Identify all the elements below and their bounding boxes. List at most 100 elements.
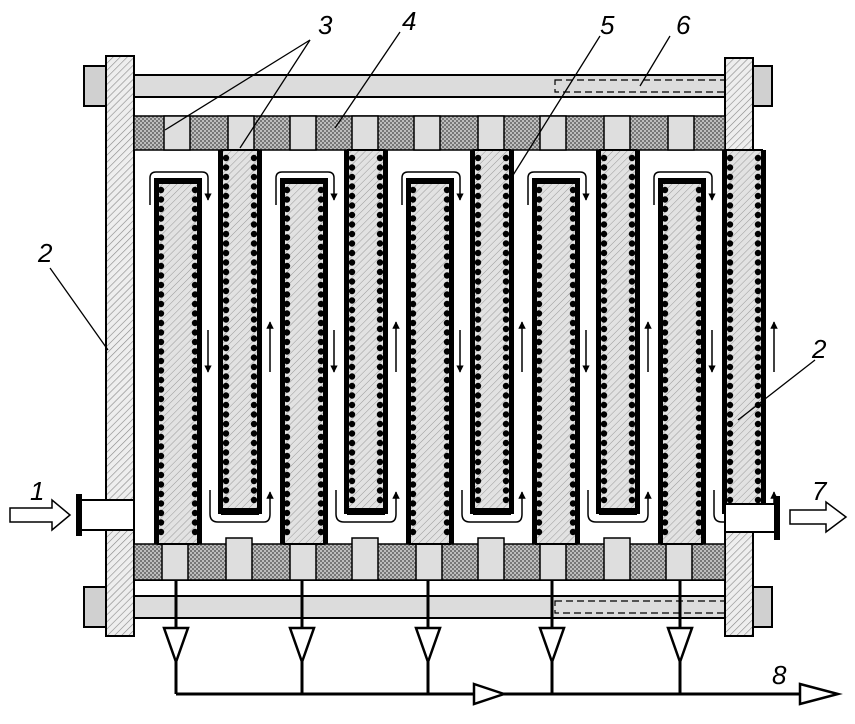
filter-cloth-dot: [474, 487, 482, 494]
filter-cloth-dot: [474, 287, 482, 295]
filter-cloth-dot: [600, 449, 608, 456]
filter-cloth-dot: [250, 221, 258, 228]
filter-cloth-dot: [283, 329, 291, 336]
filter-cloth-dot: [222, 458, 230, 466]
filter-cloth-dot: [250, 164, 258, 171]
filter-cloth-dot: [726, 477, 734, 485]
filter-cloth-dot: [283, 186, 291, 194]
filter-cloth-dot: [628, 477, 636, 485]
filter-cloth-dot: [157, 348, 165, 355]
filter-cloth-dot: [661, 338, 669, 346]
flow-arrow-bottom: [335, 490, 400, 523]
filter-cloth-dot: [628, 411, 636, 418]
filter-cloth-dot: [502, 249, 510, 257]
inlet-pipe: [9, 494, 135, 536]
filter-cloth-dot: [600, 439, 608, 447]
filter-cloth-dot: [409, 357, 417, 365]
filter-cloth-dot: [535, 519, 543, 526]
filter-cloth-dot: [726, 259, 734, 266]
filter-cloth-dot: [600, 211, 608, 219]
filter-cloth-dot: [535, 424, 543, 431]
filter-cloth-dot: [317, 405, 325, 412]
filter-cloth-dot: [283, 205, 291, 213]
filter-cloth-dot: [409, 462, 417, 469]
filter-cloth-dot: [157, 433, 165, 441]
top-slot: [289, 115, 317, 151]
filter-cloth-dot: [222, 468, 230, 475]
filter-cloth-dot: [502, 382, 510, 390]
cloth-strip: [470, 150, 475, 514]
filter-cloth-dot: [502, 202, 510, 209]
filter-cloth-dot: [474, 363, 482, 371]
filter-cloth-dot: [317, 253, 325, 260]
filter-cloth-dot: [283, 243, 291, 251]
filter-cloth-dot: [317, 528, 325, 536]
filter-cloth-dot: [695, 500, 703, 507]
filter-cloth-dot: [376, 420, 384, 428]
filter-cloth-dot: [157, 253, 165, 260]
filter-cloth-dot: [250, 297, 258, 304]
filter-cloth-dot: [569, 471, 577, 479]
filter-cloth-dot: [502, 477, 510, 485]
filter-cloth-dot: [754, 202, 762, 209]
filter-cloth-dot: [502, 439, 510, 447]
filter-cloth-dot: [376, 325, 384, 333]
filter-cloth-dot: [283, 424, 291, 431]
filter-cloth-dot: [535, 528, 543, 536]
cloth-strip: [575, 180, 580, 544]
filter-cloth-dot: [317, 376, 325, 384]
filter-cloth-dot: [569, 509, 577, 517]
filter-cloth-dot: [502, 468, 510, 475]
top-slot: [539, 115, 567, 151]
filter-cloth-dot: [569, 462, 577, 469]
filter-cloth-dot: [283, 291, 291, 298]
filter-cloth-dot: [317, 471, 325, 479]
filter-cloth-dot: [443, 196, 451, 203]
filter-cloth-dot: [317, 433, 325, 441]
filter-cloth-dot: [409, 348, 417, 355]
top-slot: [227, 115, 255, 151]
filter-cloth-dot: [222, 325, 230, 333]
filter-cloth-dot: [502, 401, 510, 409]
filter-cloth-dot: [222, 221, 230, 228]
filter-cloth-dot: [222, 373, 230, 380]
filter-cloth-dot: [661, 281, 669, 289]
filter-cloth-dot: [754, 316, 762, 323]
filter-cloth-dot: [348, 287, 356, 295]
filter-cloth-dot: [283, 253, 291, 260]
filter-cloth-dot: [695, 319, 703, 327]
filter-cloth-dot: [348, 278, 356, 285]
filter-cloth-dot: [661, 367, 669, 374]
filter-cloth-dot: [222, 420, 230, 428]
filter-cloth-dot: [535, 376, 543, 384]
filter-cloth-dot: [283, 490, 291, 498]
filter-cloth-dot: [191, 300, 199, 308]
filter-cloth-dot: [502, 458, 510, 466]
filter-cloth-dot: [317, 196, 325, 203]
filter-cloth-dot: [474, 401, 482, 409]
filter-chambers: [149, 149, 778, 545]
filter-cloth-dot: [348, 401, 356, 409]
filter-cloth-dot: [502, 316, 510, 323]
filter-cloth-dot: [250, 287, 258, 295]
filter-cloth-dot: [569, 272, 577, 279]
filter-cloth-dot: [628, 278, 636, 285]
filter-cloth-dot: [502, 183, 510, 190]
filter-cloth-dot: [348, 154, 356, 162]
cloth-strip: [658, 180, 663, 544]
filter-cloth-dot: [409, 205, 417, 213]
filter-cloth-dot: [535, 462, 543, 469]
filter-cloth-dot: [569, 395, 577, 403]
filter-cloth-dot: [376, 221, 384, 228]
filter-cloth-dot: [222, 487, 230, 494]
label-2-right: 2: [811, 334, 827, 364]
filter-cloth-dot: [474, 249, 482, 257]
filter-cloth-dot: [157, 234, 165, 241]
filter-cloth-dot: [250, 449, 258, 456]
filter-cloth-dot: [569, 528, 577, 536]
filter-cloth-dot: [443, 205, 451, 213]
filter-cloth-dot: [695, 528, 703, 536]
nut-bottom-left: [83, 586, 109, 628]
filter-cloth-dot: [474, 411, 482, 418]
filter-cloth-dot: [191, 367, 199, 374]
